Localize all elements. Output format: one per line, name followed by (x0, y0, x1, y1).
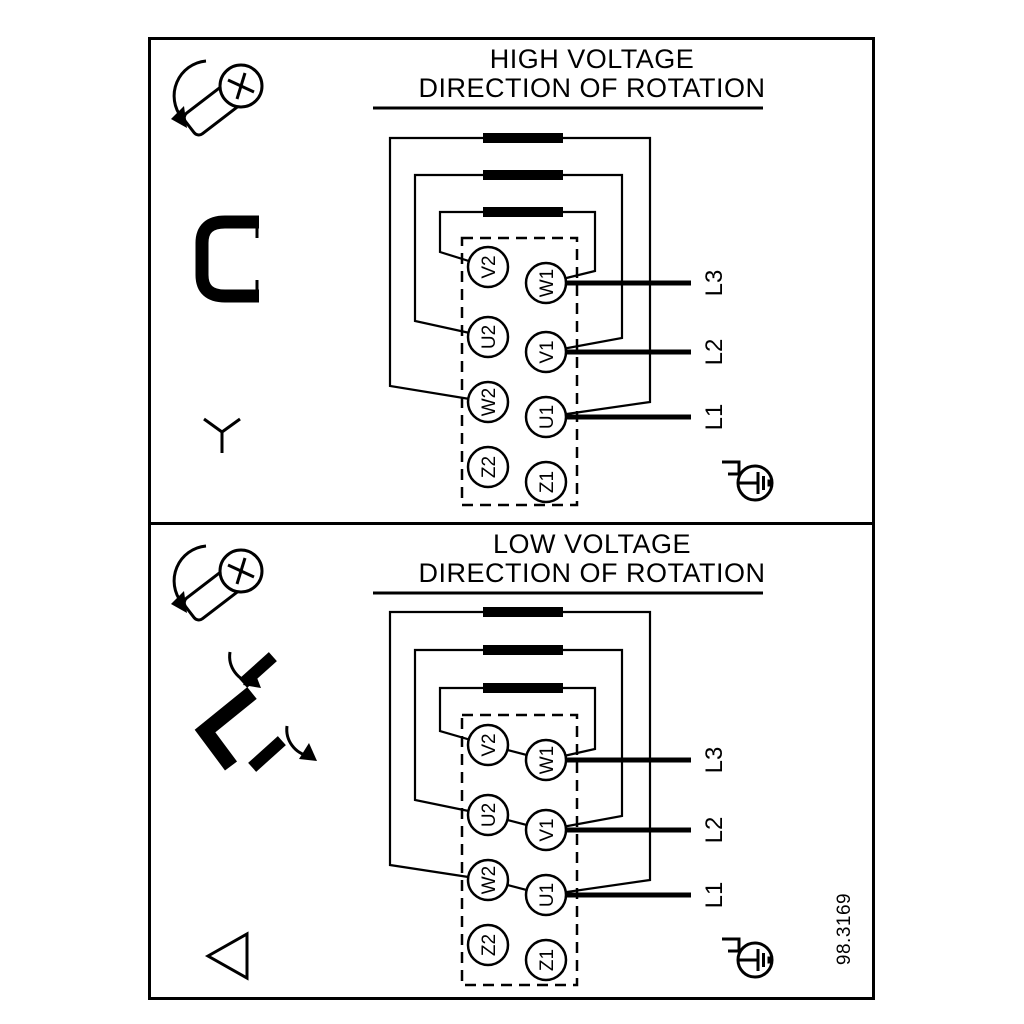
arrowhead-icon (299, 743, 317, 761)
jumper-bar-2 (483, 645, 563, 655)
terminal-z2: Z2 (466, 923, 510, 967)
wire (545, 686, 597, 762)
high-voltage-diagram: V2 W1 U2 V1 (171, 44, 774, 507)
panel-title-line2: DIRECTION OF ROTATION (419, 558, 766, 588)
wire (438, 686, 489, 747)
terminal-v1: V1 (524, 330, 568, 374)
wire (545, 610, 652, 897)
label-l3: L3 (701, 747, 728, 774)
terminal-z1: Z1 (524, 938, 568, 982)
terminal-label: V1 (537, 340, 558, 363)
diagram-frame: V2 W1 U2 V1 (148, 37, 875, 1000)
wire (545, 648, 624, 832)
terminal-label: Z2 (479, 934, 500, 956)
terminal-box (460, 236, 579, 507)
jumper-bar-1 (483, 607, 563, 617)
terminal-u1: U1 (524, 873, 568, 917)
wire (388, 610, 489, 882)
wiring (388, 610, 652, 897)
supply-lines (546, 757, 691, 898)
terminals: V2 W1 U2 V1 (466, 245, 568, 504)
jumper-open-icon (194, 651, 317, 772)
label-l3: L3 (701, 270, 728, 297)
terminal-v1: V1 (524, 808, 568, 852)
terminals: V2 W1 U2 V1 (466, 723, 568, 982)
bracket-open-body (194, 687, 257, 771)
terminal-w2: W2 (466, 858, 510, 902)
wire (438, 210, 489, 269)
wire (545, 210, 597, 285)
rotation-arrow (172, 544, 207, 604)
wire (413, 648, 489, 817)
bracket-body (195, 215, 259, 303)
panel-title-line1: HIGH VOLTAGE (490, 44, 695, 74)
ground-terminal-icon (722, 460, 774, 502)
terminal-v2: V2 (466, 723, 510, 767)
terminal-label: W2 (479, 866, 500, 895)
jumper-bar-2 (483, 170, 563, 180)
terminal-label: Z2 (479, 456, 500, 478)
label-l2: L2 (701, 817, 728, 844)
jumper-bar-small-bottom (248, 736, 286, 772)
label-l1: L1 (701, 882, 728, 909)
label-l2: L2 (701, 339, 728, 366)
terminal-label: U1 (537, 883, 558, 907)
star-connection-symbol (203, 417, 241, 453)
jumper-bar-1 (483, 133, 563, 143)
terminal-u2: U2 (466, 793, 510, 837)
terminal-label: V2 (479, 255, 500, 278)
terminal-v2: V2 (466, 245, 510, 289)
terminal-label: W1 (537, 269, 558, 298)
screw-slot-2 (235, 557, 247, 585)
terminal-label: W1 (537, 746, 558, 775)
arrowhead-icon (171, 591, 187, 613)
terminal-z1: Z1 (524, 460, 568, 504)
figure-reference: 98.3169 (834, 893, 855, 965)
terminal-label: U2 (479, 803, 500, 827)
wire (545, 136, 652, 419)
jumper-bracket-icon (195, 215, 259, 303)
terminal-label: V1 (537, 818, 558, 841)
screw-rotation-icon (171, 544, 264, 622)
terminal-label: U2 (479, 325, 500, 349)
panel-title-line2: DIRECTION OF ROTATION (419, 73, 766, 103)
terminal-box (460, 713, 579, 987)
terminal-label: Z1 (537, 471, 558, 493)
screw-slot-2 (235, 72, 247, 100)
arrowhead-icon (171, 106, 187, 128)
delta-connection-symbol (204, 931, 249, 981)
jumper-bar-3 (483, 207, 563, 217)
low-voltage-diagram: V2 W1 U2 V1 (171, 529, 855, 987)
terminal-label: Z1 (537, 949, 558, 971)
wire (545, 173, 624, 354)
wire (388, 136, 489, 404)
arrowhead-icon (243, 670, 261, 688)
terminal-label: W2 (479, 388, 500, 417)
ground-bracket (722, 460, 741, 476)
terminal-z2: Z2 (466, 445, 510, 489)
wire (413, 173, 489, 339)
panel-low-voltage: V2 W1 U2 V1 (151, 525, 872, 997)
terminal-w2: W2 (466, 380, 510, 424)
terminal-label: V2 (479, 733, 500, 756)
panel-title-line1: LOW VOLTAGE (493, 529, 691, 559)
rotation-arrow (172, 59, 207, 119)
panel-high-voltage: V2 W1 U2 V1 (151, 40, 872, 525)
screw-rotation-icon (171, 59, 264, 137)
ground-terminal-icon (722, 937, 774, 979)
terminal-label: U1 (537, 405, 558, 429)
supply-lines (546, 280, 691, 420)
star-ray (203, 417, 223, 434)
wiring (388, 136, 652, 419)
terminal-w1: W1 (524, 738, 568, 782)
jumper-bar-3 (483, 683, 563, 693)
label-l1: L1 (701, 404, 728, 431)
terminal-u2: U2 (466, 315, 510, 359)
terminal-w1: W1 (524, 261, 568, 305)
terminal-u1: U1 (524, 395, 568, 439)
star-ray (221, 417, 241, 434)
ground-bracket (722, 937, 741, 953)
